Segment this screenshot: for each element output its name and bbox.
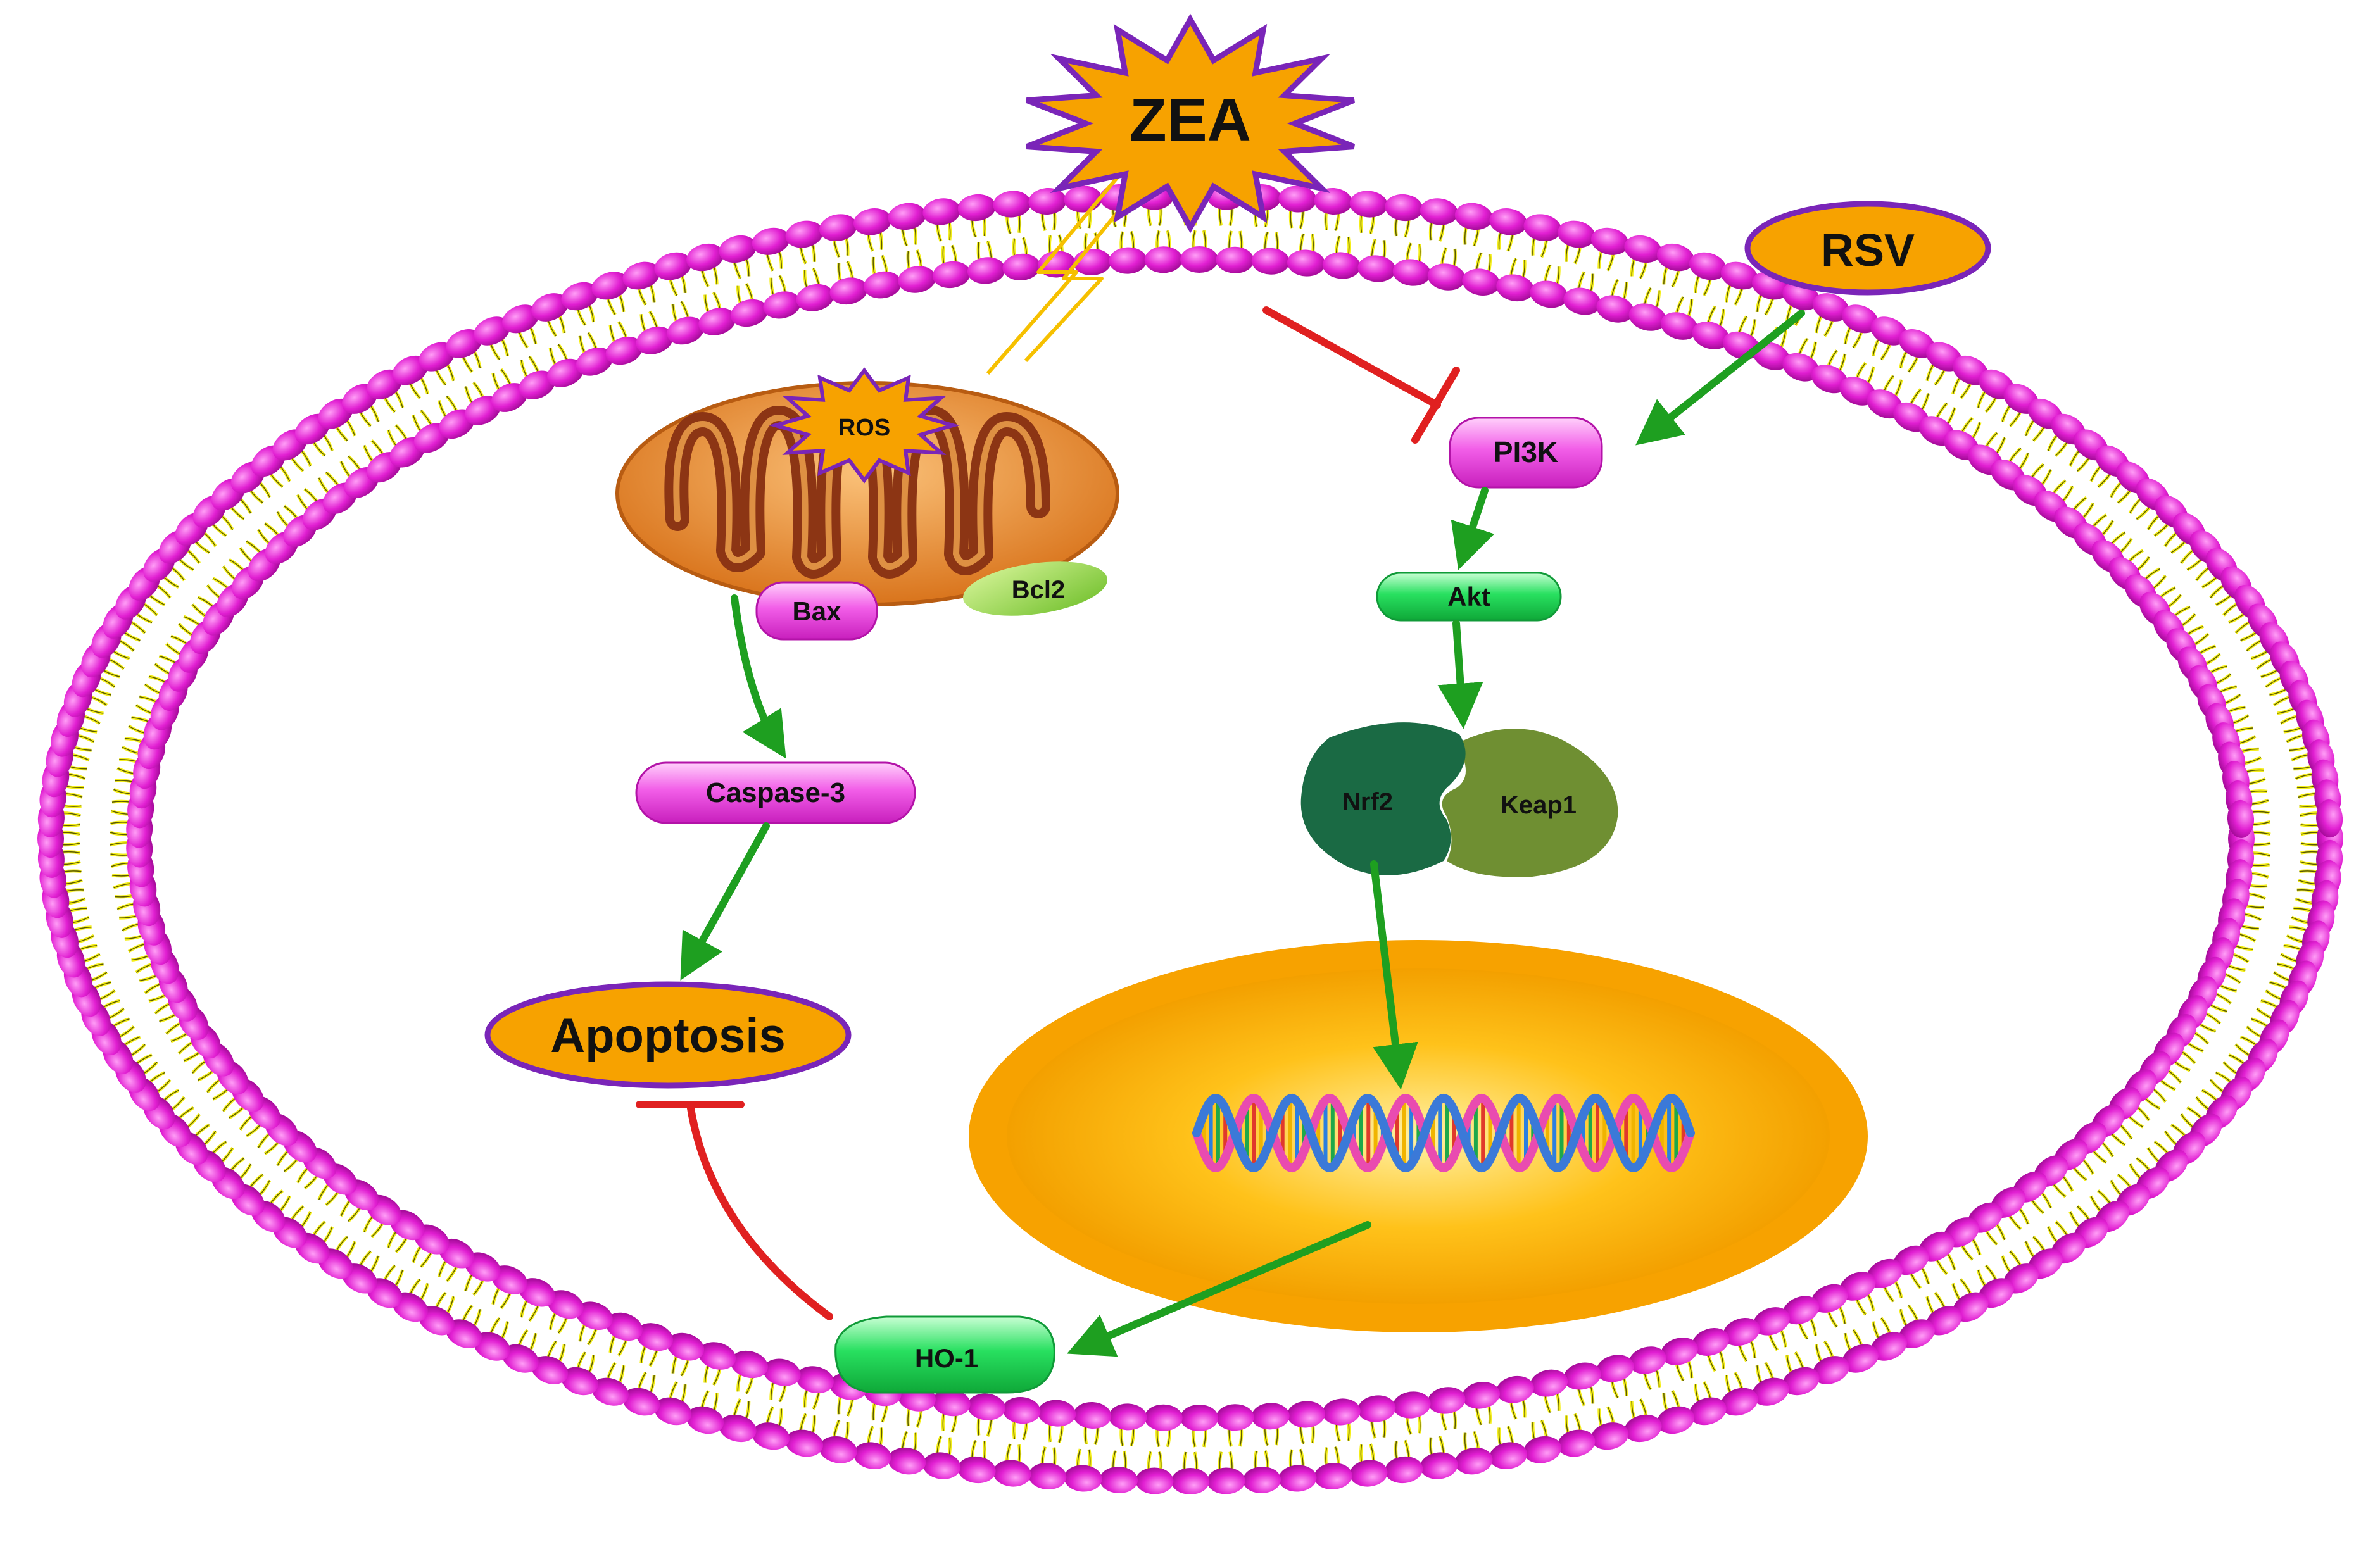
arrow-akt-to-nrf2: [1437, 620, 1483, 729]
arrow-nucleus-to-ho1: [1067, 1221, 1371, 1357]
apoptosis-oval: Apoptosis: [484, 981, 852, 1089]
pi3k-node: PI3K: [1449, 417, 1603, 489]
arrow-pi3k-to-akt: [1451, 487, 1495, 570]
rsv-oval: RSV: [1744, 201, 1991, 296]
arrow-nrf2-to-dna: [1370, 860, 1418, 1090]
pi3k-label: PI3K: [1494, 435, 1558, 468]
ros-starburst: ROS: [769, 367, 960, 484]
akt-label: Akt: [1447, 582, 1490, 611]
nrf2-node: [1300, 722, 1466, 875]
zea-starburst: ZEA: [1025, 13, 1356, 234]
cell-membrane: [37, 183, 2343, 1494]
caspase3-label: Caspase-3: [706, 777, 845, 808]
akt-node: Akt: [1376, 572, 1562, 622]
inhibition-ho1-to-apoptosis: [636, 1101, 833, 1320]
ho1-label: HO-1: [915, 1343, 978, 1373]
bax-label: Bax: [792, 596, 841, 626]
inhibition-zea-to-pi3k: [1262, 306, 1460, 444]
arrow-bax-to-caspase3: [731, 594, 786, 759]
arrow-rsv-to-pi3k: [1635, 310, 1805, 446]
ros-label: ROS: [838, 415, 890, 441]
dna-helix-icon: [1192, 1093, 1695, 1173]
apoptosis-label: Apoptosis: [550, 1009, 786, 1063]
keap1-node: [1442, 729, 1618, 877]
nrf2-keap1-complex: Nrf2 Keap1: [1300, 722, 1618, 877]
zea-label: ZEA: [1130, 86, 1251, 154]
keap1-label: Keap1: [1501, 791, 1577, 819]
bax-node: Bax: [755, 581, 878, 641]
membrane-heads: [37, 183, 2343, 1494]
bcl2-node: Bcl2: [962, 561, 1108, 616]
bcl2-label: Bcl2: [1012, 576, 1066, 604]
ho1-node: HO-1: [834, 1315, 1055, 1394]
nrf2-label: Nrf2: [1342, 788, 1393, 816]
rsv-label: RSV: [1821, 225, 1915, 276]
arrow-caspase3-to-apoptosis: [680, 822, 770, 981]
lightning-icon: [986, 157, 1148, 375]
caspase3-node: Caspase-3: [635, 761, 916, 824]
